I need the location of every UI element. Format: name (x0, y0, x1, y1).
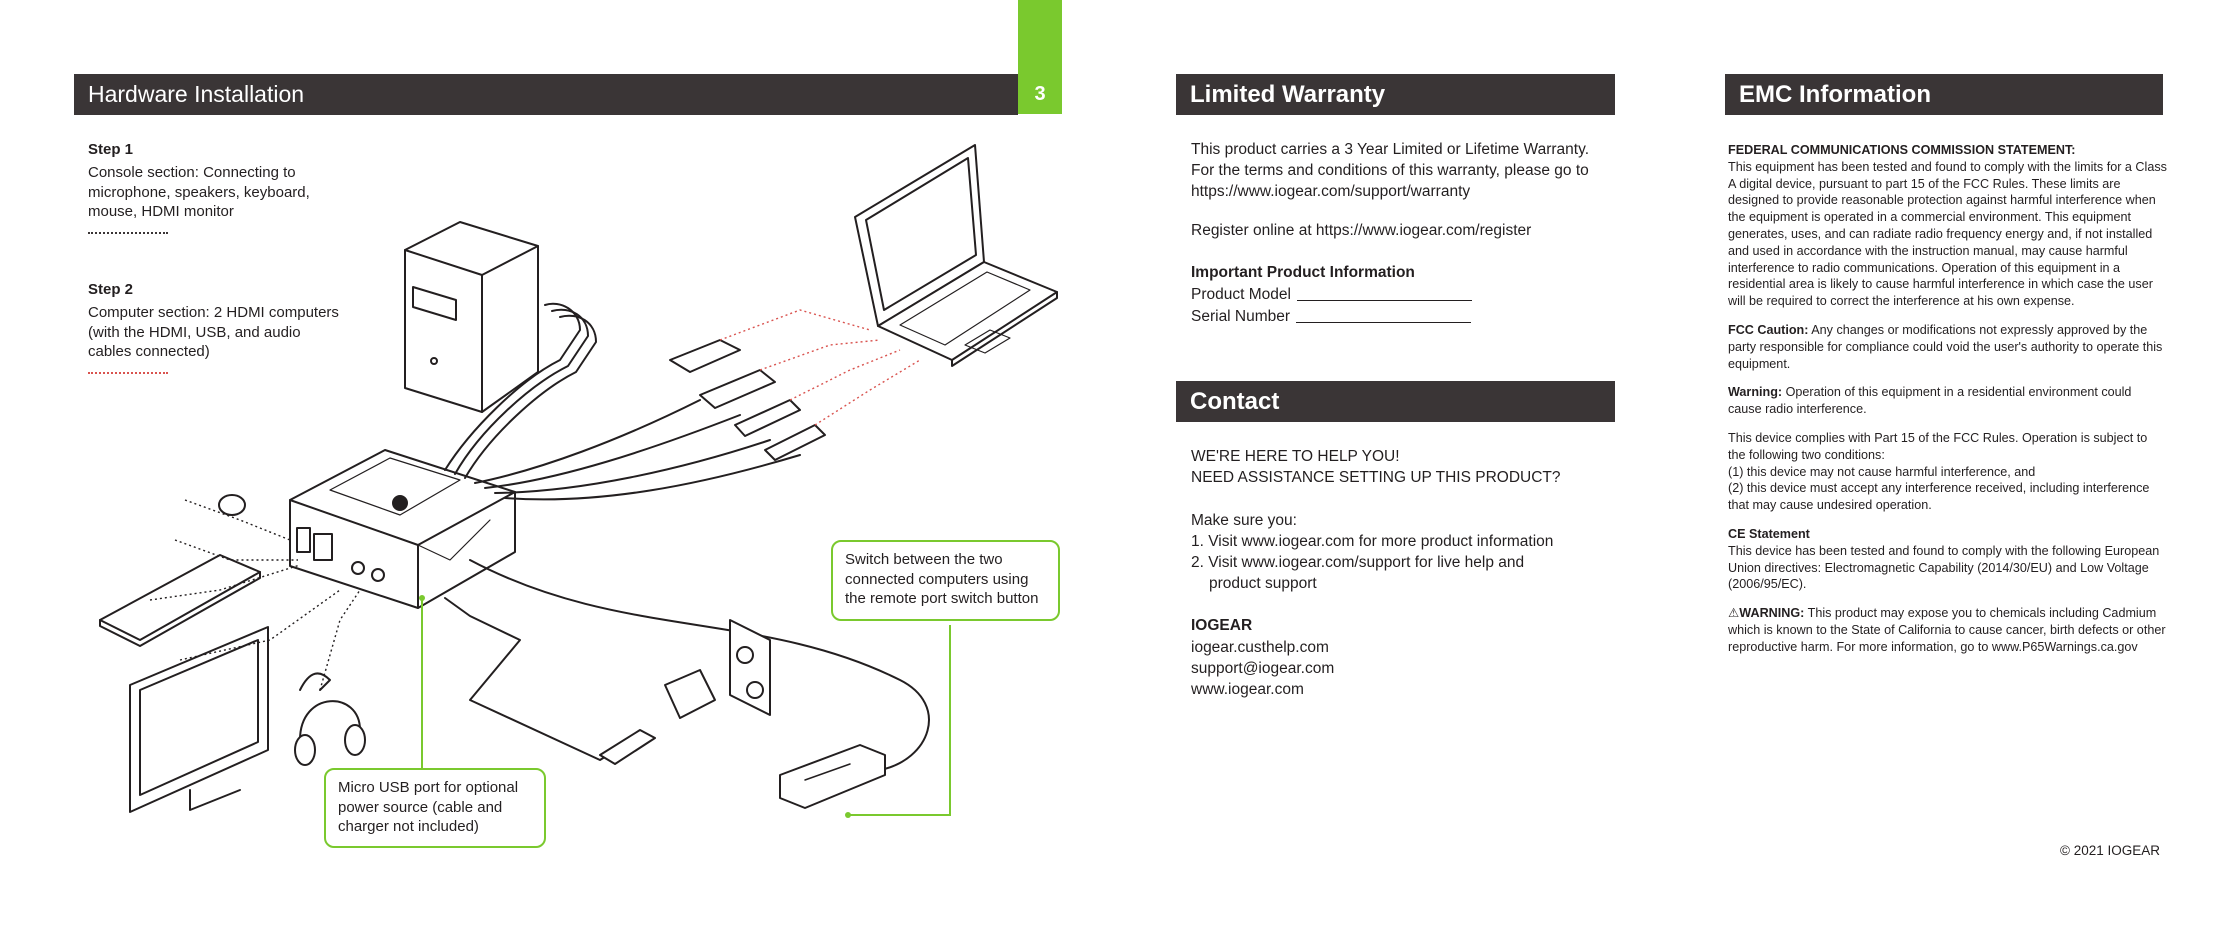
wall-outlet-icon (729, 619, 771, 716)
emc-header: EMC Information (1725, 74, 2163, 115)
contact-make-sure: Make sure you: (1191, 512, 1297, 529)
monitor-icon (129, 626, 269, 813)
mouse-icon (218, 494, 246, 516)
pc-tower-icon (404, 221, 539, 413)
contact-title: Contact (1190, 388, 1280, 415)
hardware-diagram (99, 144, 1058, 818)
warning-label: Warning: (1728, 385, 1783, 400)
emc-body: FEDERAL COMMUNICATIONS COMMISSION STATEM… (1728, 142, 2168, 668)
copyright: © 2021 IOGEAR (2060, 843, 2160, 858)
charger-icon (664, 669, 716, 719)
step1-title: Step 1 (88, 141, 134, 158)
contact-brand: IOGEAR (1191, 617, 1253, 634)
warning-text: Operation of this equipment in a residen… (1728, 385, 2132, 417)
page-number-tab (1018, 0, 1062, 114)
condition-2: (2) this device must accept any interfer… (1728, 481, 2150, 513)
warning-triangle-icon: ⚠ (1728, 606, 1740, 621)
contact-line2: NEED ASSISTANCE SETTING UP THIS PRODUCT? (1191, 469, 1561, 486)
callout-usb: Micro USB port for optional power source… (324, 768, 546, 848)
fcc-caution-label: FCC Caution: (1728, 322, 1809, 337)
fcc-text: This equipment has been tested and found… (1728, 159, 2167, 309)
hardware-installation-header: Hardware Installation (74, 74, 1018, 115)
page-number: 3 (1034, 83, 1046, 105)
ce-text: This device has been tested and found to… (1728, 543, 2160, 592)
product-model-blank (1296, 300, 1472, 301)
p65-text: This product may expose you to chemicals… (1728, 606, 2166, 654)
warranty-register: Register online at https://www.iogear.co… (1191, 222, 1532, 239)
step1-divider (88, 232, 168, 234)
fcc-caution-text: Any changes or modifications not express… (1728, 322, 2163, 371)
step1-text: Console section: Connecting to microphon… (88, 164, 310, 220)
step2-title: Step 2 (88, 281, 134, 298)
fcc-heading: FEDERAL COMMUNICATIONS COMMISSION STATEM… (1728, 143, 2076, 157)
step2-text: Computer section: 2 HDMI computers (with… (88, 304, 339, 360)
callout-switch: Switch between the two connected compute… (831, 540, 1060, 621)
part15-intro: This device complies with Part 15 of the… (1728, 430, 2148, 462)
contact-link-custhelp[interactable]: iogear.custhelp.com (1191, 639, 1329, 656)
contact-link-website[interactable]: www.iogear.com (1191, 681, 1304, 698)
serial-number-blank (1296, 322, 1472, 323)
microphone-icon (299, 672, 331, 691)
contact-header: Contact (1176, 381, 1615, 422)
kvm-switch-icon (289, 449, 516, 609)
serial-number-label: Serial Number (1191, 308, 1291, 325)
p65-label: WARNING: (1739, 606, 1805, 621)
remote-button-icon (779, 744, 886, 809)
keyboard-icon (99, 554, 261, 641)
hardware-installation-title: Hardware Installation (88, 81, 305, 107)
product-model-label: Product Model (1191, 286, 1291, 303)
laptop-icon (854, 144, 1058, 367)
limited-warranty-title: Limited Warranty (1190, 81, 1386, 108)
serial-number-row: Serial Number (1191, 306, 1621, 327)
contact-item1: 1. Visit www.iogear.com for more product… (1191, 533, 1554, 550)
contact-link-email[interactable]: support@iogear.com (1191, 660, 1335, 677)
headphones-icon (299, 700, 361, 741)
contact-item2-cont: product support (1209, 575, 1317, 592)
contact-line1: WE'RE HERE TO HELP YOU! (1191, 448, 1400, 465)
emc-title: EMC Information (1739, 81, 1931, 108)
step2-divider (88, 372, 168, 374)
contact-item2: 2. Visit www.iogear.com/support for live… (1191, 554, 1525, 571)
limited-warranty-header: Limited Warranty (1176, 74, 1615, 115)
product-model-row: Product Model (1191, 284, 1621, 305)
ce-heading: CE Statement (1728, 526, 1810, 541)
important-info-heading: Important Product Information (1191, 264, 1415, 281)
condition-1: (1) this device may not cause harmful in… (1728, 464, 2036, 479)
warranty-paragraph: This product carries a 3 Year Limited or… (1191, 141, 1589, 200)
